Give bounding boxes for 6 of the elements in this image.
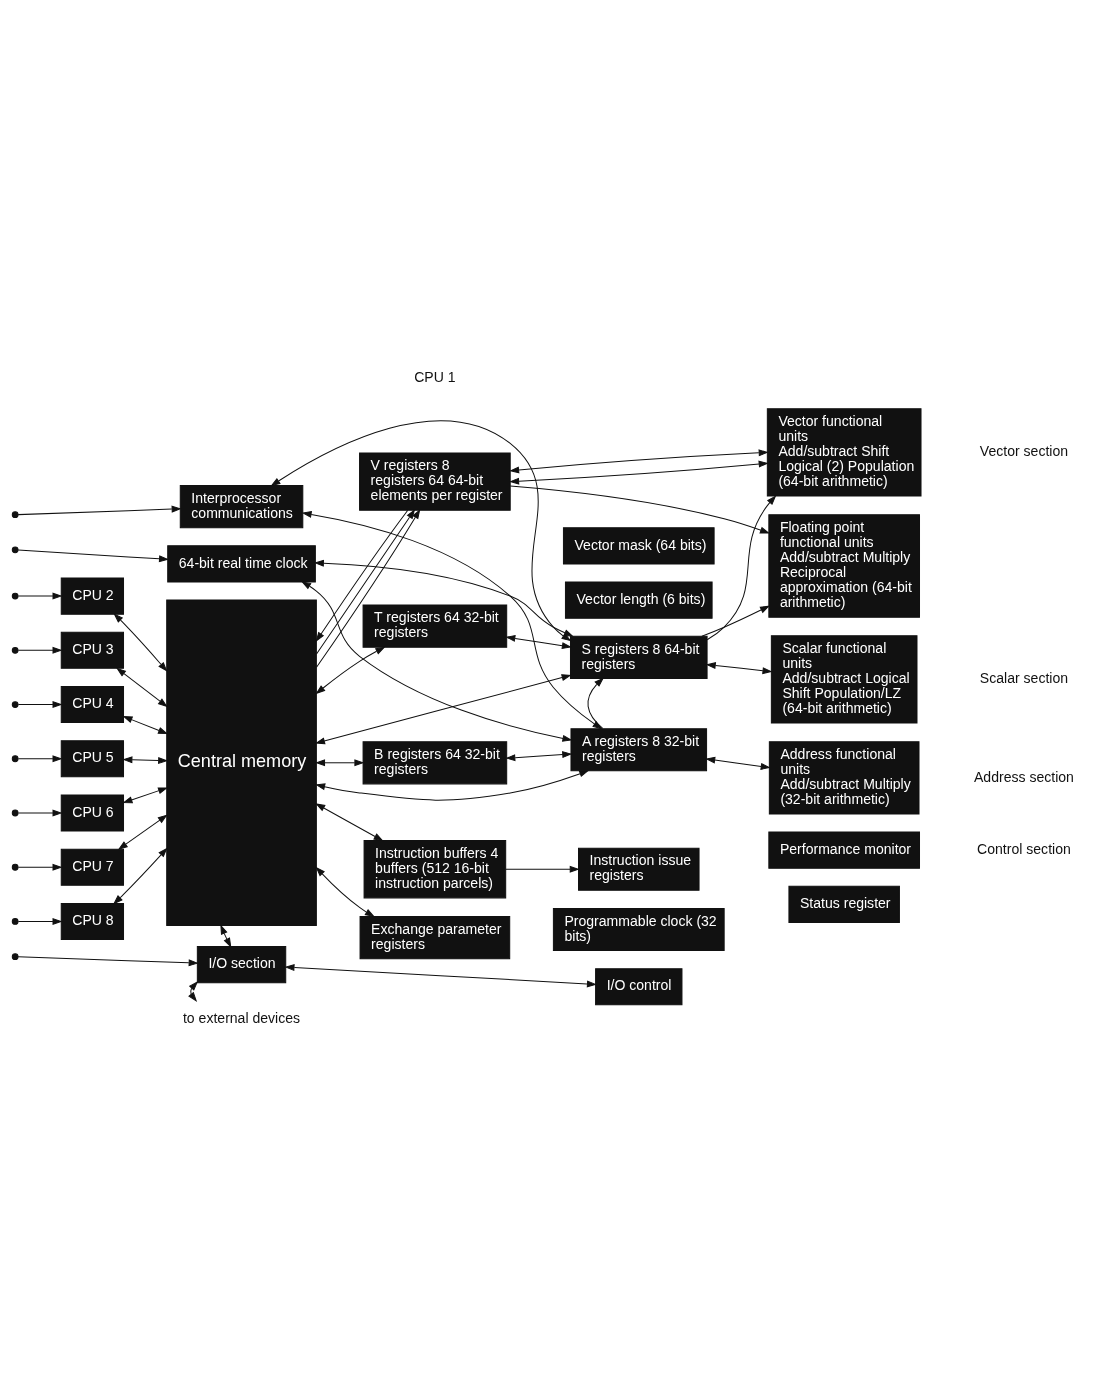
- label: Control section: [977, 840, 1071, 857]
- label: CPU 1: [414, 368, 456, 385]
- node-text: to external devices: [182, 1009, 301, 1026]
- label: Vector section: [979, 443, 1069, 460]
- label: Scalar section: [979, 670, 1069, 687]
- label: Address section: [973, 768, 1074, 785]
